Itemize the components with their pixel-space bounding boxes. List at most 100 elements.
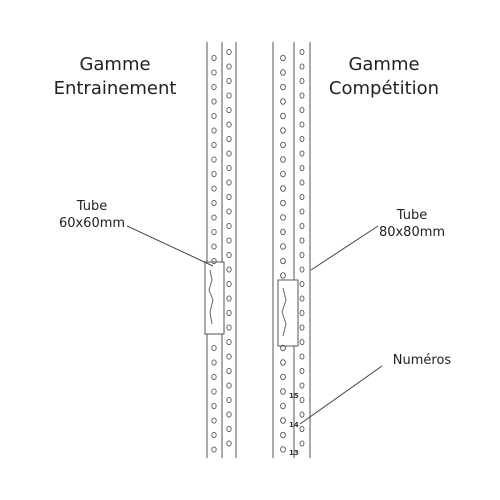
post-number-13: 13 — [289, 449, 299, 457]
left-post-side-hole — [226, 411, 232, 418]
right-post-number-plate — [277, 279, 299, 347]
right-range-title: Gamme Compétition — [309, 53, 459, 101]
left-post-side-hole — [226, 77, 232, 85]
left-post-hole — [211, 199, 217, 207]
left-post-hole — [211, 112, 217, 120]
right-post-hole — [280, 446, 286, 453]
left-post-side-hole — [226, 324, 232, 331]
right-post-hole — [280, 272, 286, 279]
right-post-hole — [280, 199, 286, 207]
left-post-side-hole — [226, 295, 232, 302]
right-post-hole — [280, 431, 286, 439]
left-post-hole — [211, 402, 217, 410]
right-post-hole — [280, 417, 286, 424]
right-post-side-hole — [299, 237, 305, 244]
tube-60-label: Tube 60x60mm — [42, 198, 142, 232]
right-post-side-hole — [299, 367, 305, 375]
left-post-hole — [211, 417, 217, 424]
right-post-side-hole — [299, 440, 305, 447]
left-post-side-hole — [226, 164, 232, 172]
right-post-side-hole — [299, 106, 305, 114]
left-post-hole — [211, 243, 217, 250]
post-number-14: 14 — [289, 421, 299, 429]
right-post-hole — [280, 112, 286, 120]
right-post-hole — [280, 83, 286, 91]
tube-80-label-line1: Tube — [396, 208, 428, 223]
right-post-hole — [280, 54, 286, 62]
right-post-side-hole — [299, 179, 305, 186]
left-post-number-plate — [204, 261, 225, 335]
right-post-hole — [280, 214, 286, 221]
left-post-side-hole — [226, 193, 232, 201]
leader-tube-60 — [126, 225, 214, 267]
right-post-hole — [280, 243, 286, 250]
right-post-side-hole — [299, 92, 305, 99]
left-post-side-hole — [226, 222, 232, 230]
leader-numbers — [299, 365, 383, 425]
left-post-side-hole — [226, 179, 232, 186]
right-range-title-line2: Compétition — [328, 78, 440, 99]
left-post-side-hole — [226, 396, 232, 404]
right-post — [272, 42, 311, 458]
left-post-hole — [211, 156, 217, 163]
left-post-side-hole — [226, 106, 232, 114]
left-post-hole — [211, 54, 217, 62]
left-post-hole — [211, 170, 217, 178]
left-post-hole — [211, 214, 217, 221]
right-post-hole — [280, 257, 286, 265]
left-post-side-hole — [226, 150, 232, 157]
left-range-title: Gamme Entrainement — [40, 53, 190, 101]
left-post-side-hole — [226, 63, 232, 70]
right-post-side-hole — [299, 164, 305, 172]
left-post-side-hole — [226, 280, 232, 288]
left-post-hole — [211, 446, 217, 453]
left-post-hole — [211, 185, 217, 192]
right-post-side-hole — [299, 63, 305, 70]
left-post-side-hole — [226, 208, 232, 215]
left-post-plate-marks — [208, 269, 214, 325]
right-post-hole — [280, 373, 286, 381]
right-post-side-hole — [299, 222, 305, 230]
tube-60-label-line1: Tube — [76, 199, 108, 214]
right-post-side-hole — [299, 411, 305, 418]
left-post-side-hole — [226, 48, 232, 56]
left-post-hole — [211, 127, 217, 134]
right-post-side-hole — [299, 338, 305, 346]
right-post-side-hole — [299, 280, 305, 288]
post-holes — [211, 48, 305, 453]
left-post — [204, 42, 237, 458]
left-post-side-hole — [226, 135, 232, 143]
tube-80-label: Tube 80x80mm — [362, 207, 462, 241]
right-post-side-hole — [299, 324, 305, 331]
left-post-hole — [211, 373, 217, 381]
right-post-plate-marks — [281, 287, 287, 337]
right-post-side-hole — [299, 266, 305, 273]
right-post-side-hole — [299, 208, 305, 215]
left-post-side-hole — [226, 425, 232, 433]
right-post-side-hole — [299, 295, 305, 302]
left-post-hole — [211, 83, 217, 91]
left-post-side-hole — [226, 266, 232, 273]
right-post-side-hole — [299, 48, 305, 56]
left-post-hole — [211, 98, 217, 105]
left-post-hole — [211, 141, 217, 149]
left-post-side-hole — [226, 367, 232, 375]
right-post-hole — [280, 344, 286, 352]
numbers-label: Numéros — [392, 353, 452, 368]
left-range-title-line2: Entrainement — [53, 78, 177, 99]
right-post-side-hole — [299, 77, 305, 85]
left-post-side-hole — [226, 440, 232, 447]
tube-80-label-line2: 80x80mm — [378, 225, 446, 240]
right-post-hole — [280, 402, 286, 410]
left-post-hole — [211, 388, 217, 395]
right-post-hole — [280, 170, 286, 178]
tube-60-label-line2: 60x60mm — [58, 216, 126, 231]
right-post-side-hole — [299, 425, 305, 433]
right-post-side-hole — [299, 353, 305, 360]
right-range-title-line1: Gamme — [348, 54, 420, 75]
right-post-hole — [280, 185, 286, 192]
right-post-side-hole — [299, 135, 305, 143]
right-post-hole — [280, 141, 286, 149]
right-post-side-hole — [299, 396, 305, 404]
